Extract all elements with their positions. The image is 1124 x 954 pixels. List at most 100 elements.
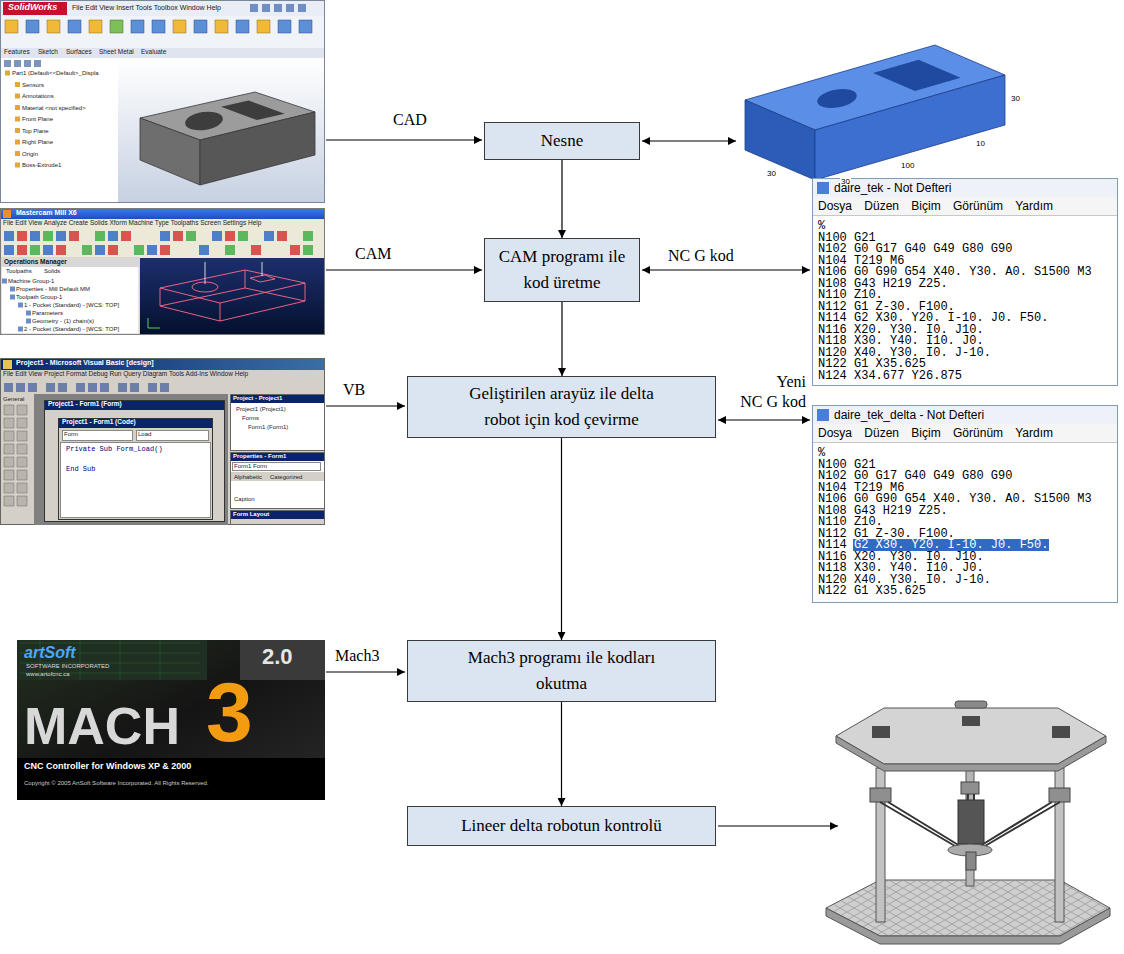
part-model [816,86,859,111]
property-name: Caption [234,496,255,502]
solidworks-screenshot [110,20,123,33]
solidworks-screenshot [250,4,306,12]
solidworks-screenshot [4,60,41,67]
code-line: N118 X30. Y40. I10. J0. [818,335,984,347]
visual-basic-screenshot [59,419,212,428]
logo-text: 2.0 [262,646,293,668]
visual-basic-screenshot [231,395,324,403]
combo-text: Form [64,431,78,437]
delta-robot [955,701,987,708]
process-box: Lineer delta robotun kontrolü [407,806,716,846]
tree-item: 1 - Pocket (Standard) - [WCS: TOP] [24,302,119,308]
delta-robot [1052,726,1070,738]
panel-title: Project - Project1 [233,395,282,401]
dimension: 30 [1010,95,1021,103]
window-title: daire_tek - Not Defteri [834,182,951,194]
tab-text: Alphabetic [234,474,262,480]
solidworks-screenshot [1,58,118,202]
dimension: 10 [975,140,986,148]
delta-robot [962,716,980,726]
visual-basic-screenshot [231,453,325,509]
notepad-window [813,424,1117,442]
code-line: N118 X30. Y40. I10. J0. [818,562,984,574]
code-line: N106 G0 G90 G54 X40. Y30. A0. S1500 M3 [818,266,1092,278]
arrow-label: NC G kod [668,248,734,264]
tree-item: Origin [22,151,38,157]
solidworks-screenshot [5,71,20,168]
logo-text: Copyright © 2005 ArtSoft Software Incorp… [24,780,209,786]
code-line: N116 X20. Y30. I0. J10. [818,324,984,336]
notepad-window [813,406,1117,424]
delta-robot [961,782,979,794]
code-line: N122 G1 X35.625 [818,358,926,370]
delta-robot [880,794,1060,846]
arrow-label: Yeni [777,374,807,390]
side-arrow [642,140,736,141]
mastercam-screenshot [160,270,305,321]
code-line: N110 Z10. [818,289,883,301]
logo-text: artSoft [24,645,76,661]
code-line: N120 X40. Y30. I0. J-10. [818,347,991,359]
code-line: N100 G21 [818,232,876,244]
notepad-window [817,182,829,194]
visual-basic-screenshot [45,401,224,410]
visual-basic-screenshot [63,431,133,441]
menu-text: File Edit View Project Format Debug Run … [3,371,248,378]
tree-item: Machine Group-1 [8,278,54,284]
side-arrow [326,405,405,406]
code-line: N112 G1 Z-30. F100. [818,301,955,313]
code-line: N116 X20. Y30. I0. J10. [818,551,984,563]
panel-title: Properties - Form1 [233,453,286,459]
tab-text: Sheet Metal [99,49,134,56]
tree-item: Boss-Extrude1 [22,162,61,168]
panel-title: Operations Manager [4,259,67,266]
tab-text: Features [4,49,30,56]
notepad-window [813,179,1117,197]
side-arrow [718,825,838,826]
notepad-window [813,179,1118,386]
dimension: 100 [900,162,915,170]
code-line: N100 G21 [818,459,876,471]
mach3-logo [17,758,325,800]
visual-basic-screenshot [4,405,27,506]
side-arrow [326,139,482,140]
logo-text: SolidWorks [8,3,57,12]
mastercam-screenshot [160,288,305,321]
mach3-logo [240,640,325,680]
mastercam-screenshot [250,275,275,282]
tree-item: Form1 (Form1) [248,424,288,430]
dimension: 30 [766,170,777,178]
part-model [815,75,1005,180]
code-line: N108 G43 H219 Z25. [818,278,948,290]
mastercam-screenshot [205,262,262,284]
visual-basic-screenshot [233,463,321,471]
part-model [745,100,815,180]
side-arrow [326,671,405,672]
visual-basic-screenshot [1,359,325,525]
code-line: Private Sub Form_Load() [66,446,163,453]
code-line: N110 Z10. [818,516,883,528]
tree-item: Part1 (Default<<Default>_Displa [12,70,99,76]
delta-robot [1049,788,1070,802]
flow-arrow [561,438,562,640]
box-text: Geliştirilen arayüz ile delta robot için… [456,381,668,433]
code-line: N104 T219 M6 [818,482,904,494]
tab-text: Evaluate [141,49,166,56]
mach3-logo [20,640,200,680]
flow-arrow [561,160,562,238]
arrow-label: VB [343,382,365,398]
panel-title: Form Layout [233,511,269,517]
logo-text: CNC Controller for Windows XP & 2000 [24,762,191,771]
visual-basic-screenshot [231,472,324,481]
code-line: N124 X34.677 Y26.875 [818,370,962,382]
delta-robot [836,736,1106,771]
solidworks-screenshot [221,101,285,120]
title-text: Project1 - Microsoft Visual Basic [desig… [16,359,154,366]
menu-text: File Edit View Analyze Create Solids Xfo… [3,220,261,227]
code-line: N120 X40. Y30. I0. J-10. [818,574,991,586]
notepad-window [813,442,1117,443]
tree-item: Parameters [32,310,63,316]
title-text: Mastercam Mill X6 [16,209,77,216]
delta-robot [826,880,1110,936]
